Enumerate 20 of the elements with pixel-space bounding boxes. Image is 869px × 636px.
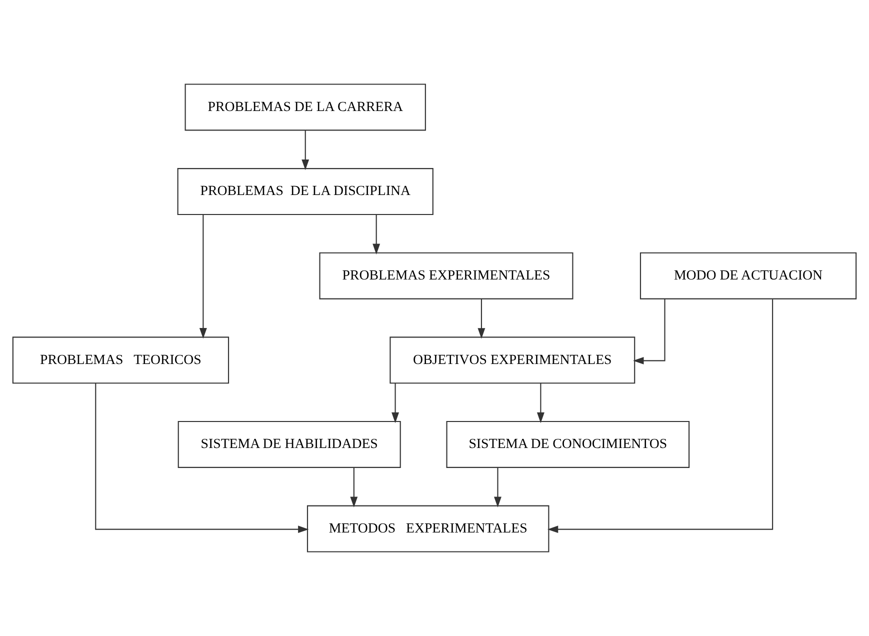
arrow: [633, 299, 666, 364]
node-box: OBJETIVOS EXPERIMENTALES: [390, 336, 636, 384]
arrow: [547, 299, 774, 534]
arrow: [199, 214, 207, 339]
arrow: [536, 383, 544, 424]
arrow: [478, 298, 486, 339]
arrow: [494, 468, 502, 508]
arrow: [392, 383, 400, 424]
node-box: MODO DE ACTUACION: [640, 252, 857, 300]
arrow: [302, 130, 310, 170]
node-box: METODOS EXPERIMENTALES: [306, 505, 550, 552]
node-box: PROBLEMAS EXPERIMENTALES: [319, 252, 574, 300]
node-box: PROBLEMAS DE LA DISCIPLINA: [177, 168, 434, 215]
arrow: [95, 383, 309, 534]
node-box: PROBLEMAS TEORICOS: [12, 336, 230, 384]
arrow: [372, 214, 380, 254]
arrow: [350, 468, 358, 508]
node-box: SISTEMA DE HABILIDADES: [178, 421, 401, 468]
node-box: PROBLEMAS DE LA CARRERA: [184, 84, 426, 131]
node-box: SISTEMA DE CONOCIMIENTOS: [446, 421, 690, 468]
